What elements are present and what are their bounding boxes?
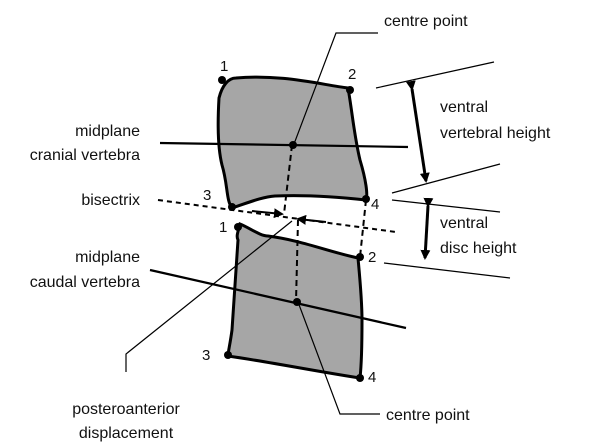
ref-line-bottom	[383, 262, 511, 279]
caudal-landmark-1-label: 1	[219, 219, 227, 236]
cranial-centre-point-dot	[289, 141, 297, 149]
caudal-landmark-4-dot	[356, 374, 364, 382]
cranial-landmark-3-dot	[228, 203, 236, 211]
ventral-disc-height-label-2: disc height	[440, 240, 517, 257]
centre-point-bottom-label: centre point	[386, 407, 470, 424]
cranial-centre-perpendicular	[283, 144, 293, 215]
midplane-cranial-label-2: cranial vertebra	[30, 147, 140, 164]
centre-point-bottom-leader	[297, 301, 380, 415]
bisectrix-label: bisectrix	[81, 192, 140, 209]
midplane-caudal-label-2: caudal vertebra	[30, 274, 140, 291]
caudal-landmark-4-label: 4	[368, 369, 376, 386]
midplane-caudal-label-1: midplane	[75, 249, 140, 266]
caudal-landmark-1-dot	[234, 223, 242, 231]
ref-line-mid-2	[391, 199, 501, 213]
caudal-landmark-3-label: 3	[202, 347, 210, 364]
caudal-centre-perpendicular	[295, 219, 299, 303]
cranial-landmark-4-label: 4	[371, 196, 379, 213]
caudal-centre-point-dot	[293, 298, 301, 306]
centre-point-top-leader	[293, 32, 378, 145]
cranial-landmark-4-dot	[362, 195, 370, 203]
cranial-landmark-2-label: 2	[348, 66, 356, 83]
ventral-disc-height-label-1: ventral	[440, 215, 488, 232]
cranial-landmark-2-dot	[346, 86, 354, 94]
caudal-landmark-2-label: 2	[368, 249, 376, 266]
ventral-vertebral-height-label-1: ventral	[440, 99, 488, 116]
caudal-landmark-3-dot	[224, 351, 232, 359]
cranial-landmark-3-label: 3	[203, 187, 211, 204]
midplane-caudal-line	[149, 268, 407, 330]
displacement-arrow-left	[251, 208, 284, 219]
posteroanterior-label-2: displacement	[79, 425, 174, 442]
bisectrix-line	[157, 199, 397, 233]
midplane-cranial-label-1: midplane	[75, 123, 140, 140]
ventral-disc-height-arrow	[420, 197, 434, 260]
centre-point-top-label: centre point	[384, 13, 468, 30]
posteroanterior-label-1: posteroanterior	[72, 401, 180, 418]
cranial-landmark-1-dot	[218, 76, 226, 84]
ventral-vertebral-height-label-2: vertebral height	[440, 125, 551, 142]
displacement-arrow-right	[296, 214, 327, 225]
ref-line-top	[375, 61, 495, 89]
ventral-vertebral-height-arrow	[405, 80, 430, 183]
midplane-cranial-line	[159, 141, 409, 149]
cranial-landmark-1-label: 1	[220, 58, 228, 75]
posteroanterior-leader	[125, 220, 293, 372]
caudal-landmark-2-dot	[356, 253, 364, 261]
ref-line-mid-1	[391, 163, 501, 194]
